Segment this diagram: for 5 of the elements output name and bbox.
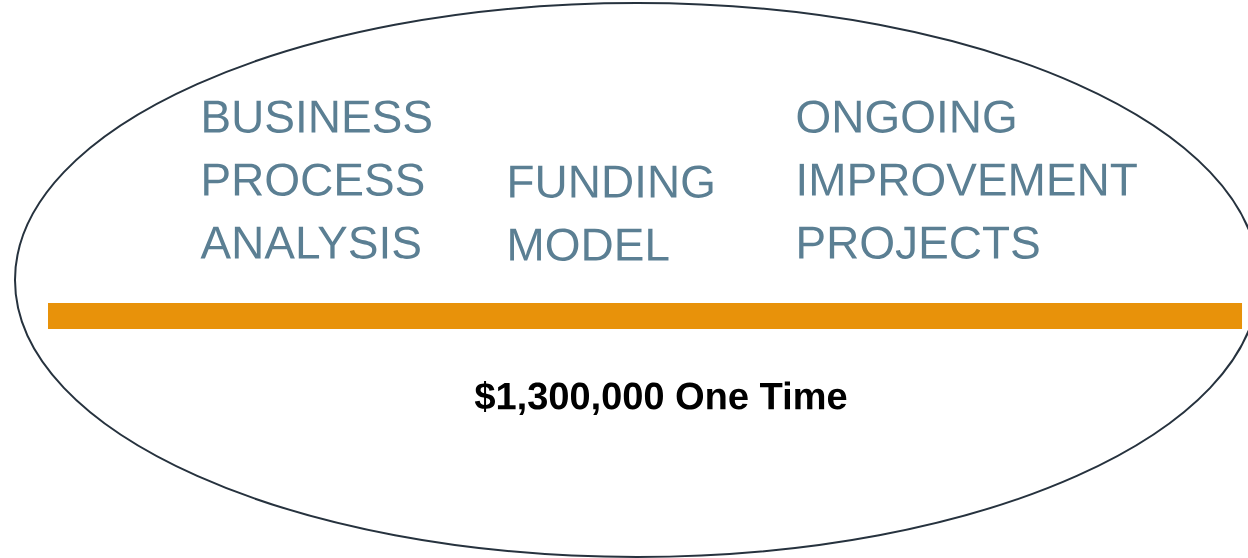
heading-text: ONGOING IMPROVEMENT PROJECTS bbox=[797, 100, 1137, 259]
heading-text: FUNDING MODEL bbox=[510, 165, 713, 261]
cost-text: $1,300,000 One Time bbox=[474, 380, 847, 416]
heading-text: BUSINESS PROCESS ANALYSIS bbox=[200, 100, 431, 259]
divider-bar bbox=[48, 303, 1242, 329]
